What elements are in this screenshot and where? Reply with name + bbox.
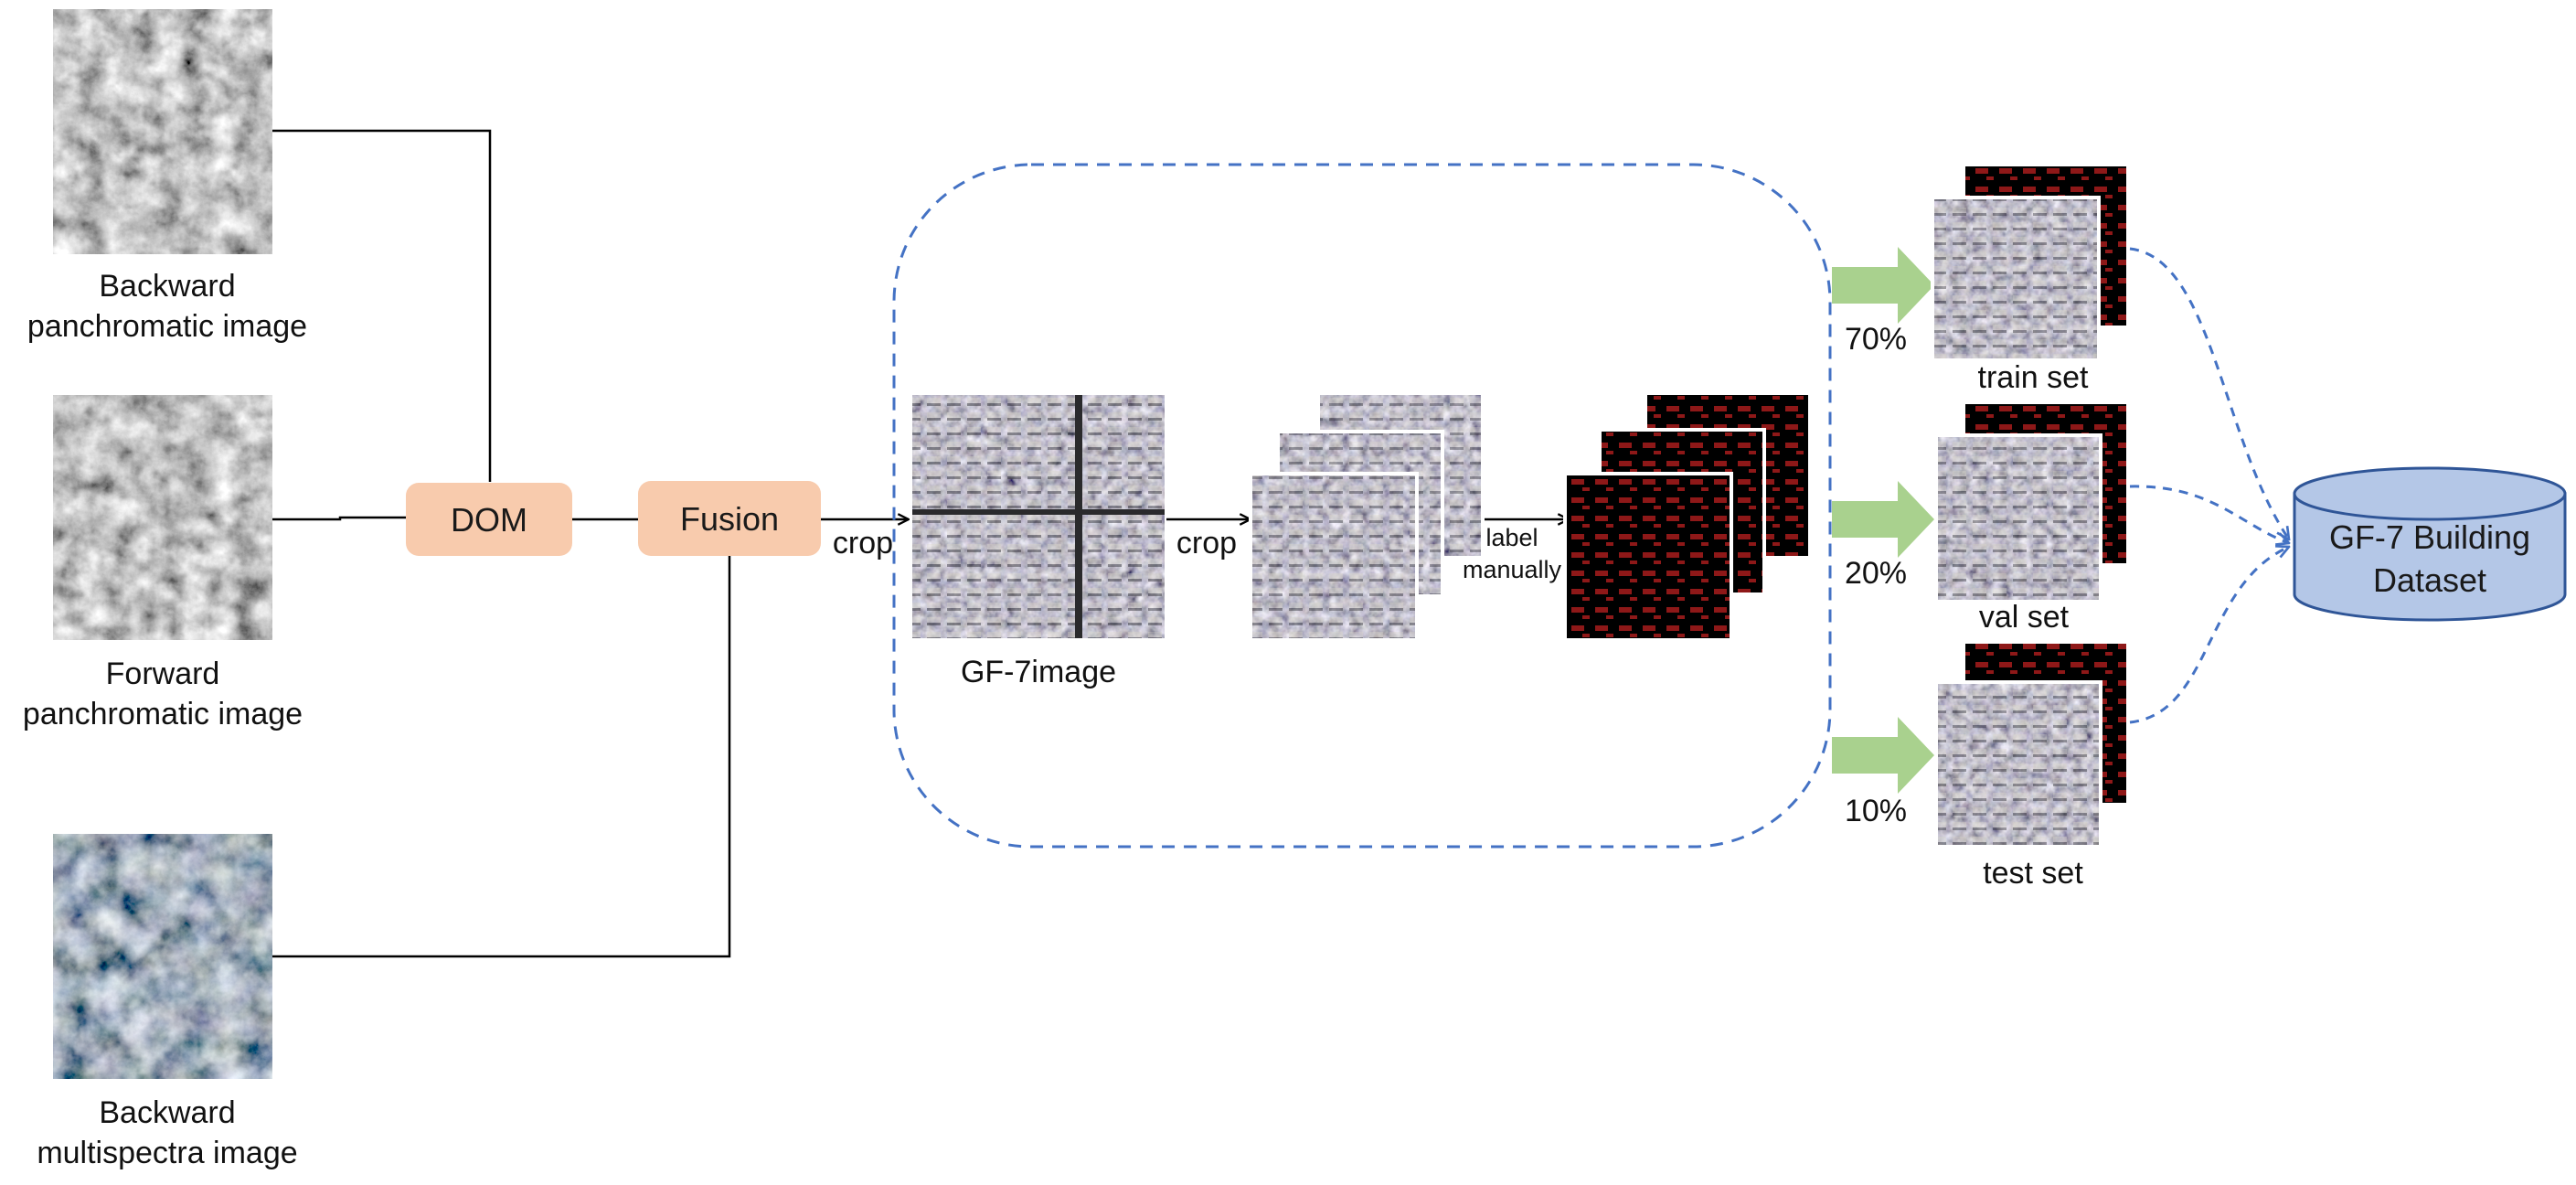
split-percent-test: 10%	[1845, 794, 1907, 828]
connector-backward-pan-to-dom	[272, 129, 492, 482]
split-arrow-val	[1832, 481, 1934, 558]
dom-node: DOM	[406, 483, 572, 556]
dashed-arrow-train-to-dataset	[2129, 247, 2289, 539]
test-set-stack	[1934, 640, 2130, 849]
label-masks-stack	[1563, 391, 1812, 642]
crop-label-1: crop	[833, 526, 893, 560]
val-set-label: val set	[1979, 600, 2070, 635]
val-set-stack	[1934, 400, 2130, 603]
fusion-node-label: Fusion	[680, 500, 779, 538]
processing-region	[892, 163, 1832, 849]
split-percent-train: 70%	[1845, 322, 1907, 357]
dashed-arrow-test-to-dataset	[2129, 547, 2289, 724]
test-set-label: test set	[1983, 856, 2083, 891]
split-percent-val: 20%	[1845, 556, 1907, 591]
dashed-arrow-val-to-dataset	[2129, 485, 2289, 543]
connector-ms-to-fusion	[272, 556, 731, 958]
cropped-tiles-stack	[1249, 391, 1485, 642]
fusion-node: Fusion	[638, 481, 821, 556]
dataset-connectors	[2129, 247, 2289, 724]
cropped-tile-front	[1249, 472, 1419, 642]
dom-node-label: DOM	[451, 501, 527, 539]
label-mask-front	[1563, 472, 1733, 642]
gf7-image-caption: GF-7image	[961, 655, 1116, 689]
backward-panchromatic-thumbnail	[53, 9, 272, 254]
gf7-image	[912, 395, 1165, 638]
forward-panchromatic-thumbnail	[53, 395, 272, 640]
train-set-stack	[1931, 163, 2130, 362]
backward-multispectral-thumbnail	[53, 834, 272, 1079]
split-arrow-train	[1832, 247, 1934, 324]
train-set-label: train set	[1978, 360, 2089, 395]
split-arrow-test	[1832, 717, 1934, 794]
connector-forward-pan-to-dom	[272, 516, 408, 521]
crop-label-2: crop	[1176, 526, 1237, 560]
